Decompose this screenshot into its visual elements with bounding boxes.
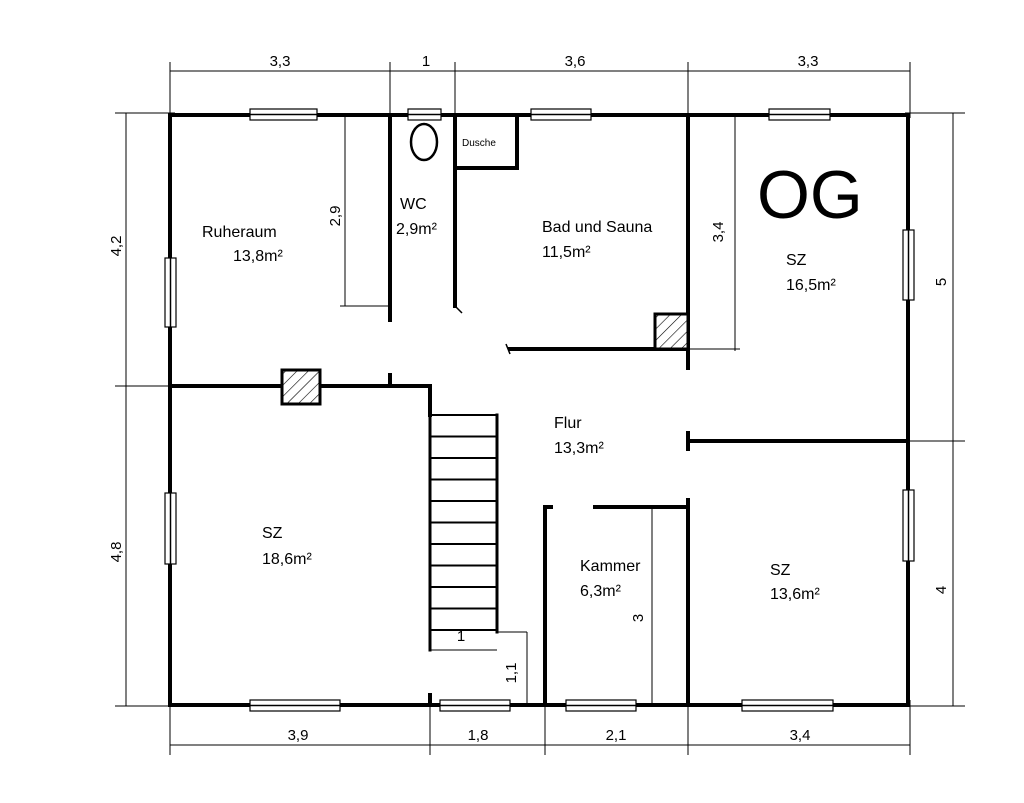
dim-top-1: 3,3: [270, 53, 291, 70]
chimney-hatch: [280, 368, 322, 406]
dim-kammer-depth: 3: [630, 614, 647, 622]
dim-bottom-2: 1,8: [468, 727, 489, 744]
room-name-sz-sw: SZ: [262, 525, 283, 542]
dim-stair-gap: 1,1: [503, 663, 520, 684]
room-name-dusche: Dusche: [462, 138, 496, 149]
dim-top-2: 1: [422, 53, 430, 70]
room-name-flur: Flur: [554, 415, 582, 432]
dimension-lines: [115, 62, 965, 755]
room-name-sz-se: SZ: [770, 562, 791, 579]
room-area-sz-se: 13,6m²: [770, 586, 820, 603]
room-name-kammer: Kammer: [580, 558, 641, 575]
dim-bottom-1: 3,9: [288, 727, 309, 744]
dim-right-1: 5: [933, 278, 950, 286]
room-labels: Ruheraum 13,8m² WC 2,9m² Dusche Bad und …: [202, 138, 863, 603]
room-area-kammer: 6,3m²: [580, 583, 622, 600]
room-area-wc: 2,9m²: [396, 221, 438, 238]
dim-ruheraum-depth: 2,9: [327, 206, 344, 227]
dim-top-4: 3,3: [798, 53, 819, 70]
staircase: [428, 413, 499, 652]
plan-title: OG: [757, 157, 863, 233]
windows: [164, 108, 915, 712]
dim-bottom-4: 3,4: [790, 727, 811, 744]
toilet-icon: [409, 122, 439, 162]
dimension-labels: 3,3 1 3,6 3,3 3,9 1,8 2,1 3,4 4,2 4,8 5 …: [108, 53, 950, 744]
dim-left-2: 4,8: [108, 542, 125, 563]
room-name-sz-ne: SZ: [786, 252, 807, 269]
dim-bad-depth: 3,4: [710, 222, 727, 243]
dim-stair-width: 1: [457, 628, 465, 645]
room-area-flur: 13,3m²: [554, 440, 604, 457]
room-name-bad: Bad und Sauna: [542, 219, 652, 236]
dim-left-1: 4,2: [108, 236, 125, 257]
dim-right-2: 4: [933, 586, 950, 594]
room-area-ruheraum: 13,8m²: [233, 248, 283, 265]
room-area-sz-sw: 18,6m²: [262, 551, 312, 568]
dim-bottom-3: 2,1: [606, 727, 627, 744]
chimney-hatch: [653, 312, 690, 351]
room-area-bad: 11,5m²: [542, 244, 591, 261]
dim-top-3: 3,6: [565, 53, 586, 70]
room-name-ruheraum: Ruheraum: [202, 224, 277, 241]
room-area-sz-ne: 16,5m²: [786, 277, 836, 294]
room-name-wc: WC: [400, 196, 427, 213]
